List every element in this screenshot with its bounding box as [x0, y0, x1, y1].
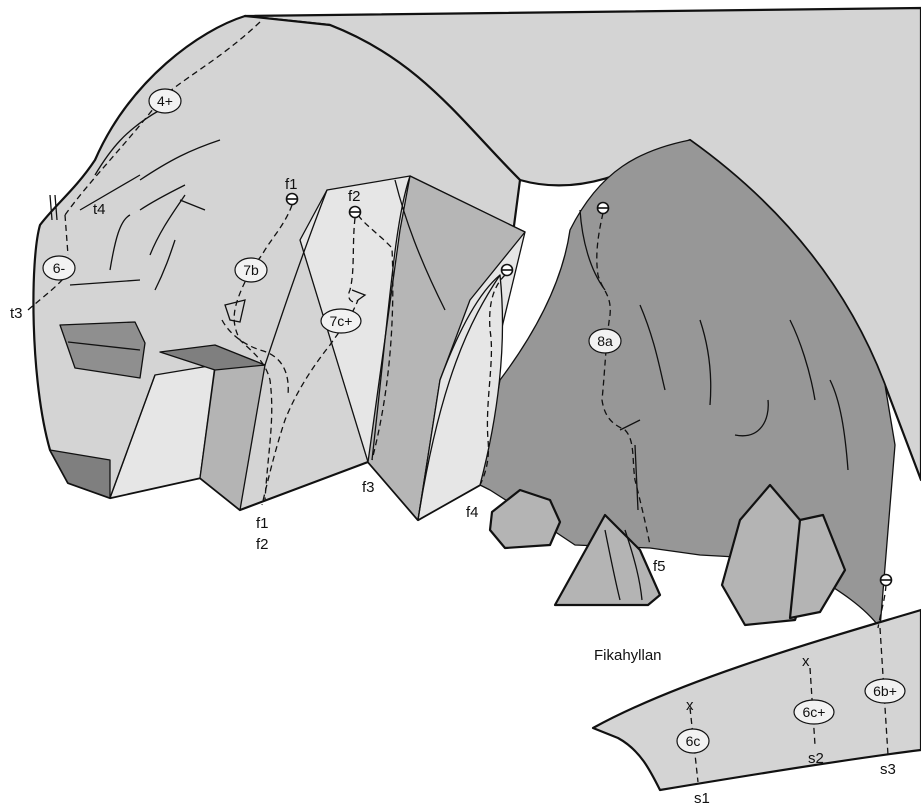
- label-s2: s2: [808, 750, 824, 767]
- overhang-block: [59, 321, 146, 379]
- grade-badge-g2: 6-: [42, 255, 76, 281]
- bolt-anchor-icon: [285, 192, 299, 206]
- route-t4: [64, 21, 261, 216]
- boulder-fikahyllan: [553, 513, 662, 607]
- small-flake: [224, 299, 246, 323]
- label-t4: t4: [93, 201, 106, 218]
- label-f1-top: f1: [285, 176, 298, 193]
- grade-text: 7b: [243, 262, 259, 278]
- grade-badge-g4: 7c+: [320, 308, 362, 334]
- grade-text: 6c: [686, 733, 701, 749]
- slab-f4: [417, 274, 504, 521]
- bolt-anchor-icon: [596, 201, 610, 215]
- bolt-anchor-icon: [879, 573, 893, 587]
- bolt-anchor-icon: [348, 205, 362, 219]
- ladder-icon: [49, 194, 58, 221]
- route-6b+: [877, 584, 887, 629]
- grade-badges: 4+ 6- 7b 7c+ 8a 6c 6c+ 6b+: [42, 88, 906, 754]
- label-f4: f4: [466, 504, 479, 521]
- route-s1: [689, 707, 699, 783]
- anchors: [285, 192, 893, 587]
- label-f2-bottom: f2: [256, 536, 269, 553]
- route-s2: [809, 667, 816, 746]
- rock-texture: [69, 109, 849, 511]
- boulders: [488, 483, 847, 627]
- route-f1-link: [221, 319, 289, 396]
- label-f2-top: f2: [348, 188, 361, 205]
- overhang-line: [67, 341, 141, 351]
- route-6-: [64, 214, 69, 256]
- route-f3: [357, 214, 394, 461]
- label-fikahyllan: Fikahyllan: [594, 647, 662, 664]
- bolt-anchor-icon: [500, 263, 514, 277]
- grade-text: 6b+: [873, 683, 897, 699]
- boulder-1: [488, 488, 562, 550]
- x-mark-icon: x: [802, 653, 810, 670]
- grade-badge-g5: 8a: [588, 328, 622, 354]
- boulder-right-b: [788, 513, 847, 620]
- crag-dark-face: [479, 139, 896, 629]
- grade-text: 4+: [157, 93, 173, 109]
- label-f1-bottom: f1: [256, 515, 269, 532]
- lower-slab: [591, 608, 921, 792]
- grade-badge-g6: 6c: [676, 728, 710, 754]
- grade-badge-g3: 7b: [234, 257, 268, 283]
- main-crag: [32, 6, 921, 629]
- route-8a: [596, 212, 651, 546]
- grade-text: 7c+: [330, 313, 353, 329]
- grade-badge-g1: 4+: [148, 88, 182, 114]
- label-f3: f3: [362, 479, 375, 496]
- label-t3: t3: [10, 305, 23, 322]
- grade-badge-g8: 6b+: [864, 678, 906, 704]
- grade-badge-g7: 6c+: [793, 699, 835, 725]
- route-f1: [233, 204, 293, 501]
- label-s1: s1: [694, 790, 710, 807]
- label-f5: f5: [653, 558, 666, 575]
- route-f4: [479, 274, 506, 486]
- route-labels: t3 t4 f1 f2 f1 f2 f3 f4 f5 s1 s2 s3 x x …: [10, 176, 896, 807]
- x-mark-icon: x: [686, 697, 694, 714]
- grade-text: 6-: [53, 260, 66, 276]
- grade-text: 6c+: [803, 704, 826, 720]
- label-s3: s3: [880, 761, 896, 778]
- grade-text: 8a: [597, 333, 613, 349]
